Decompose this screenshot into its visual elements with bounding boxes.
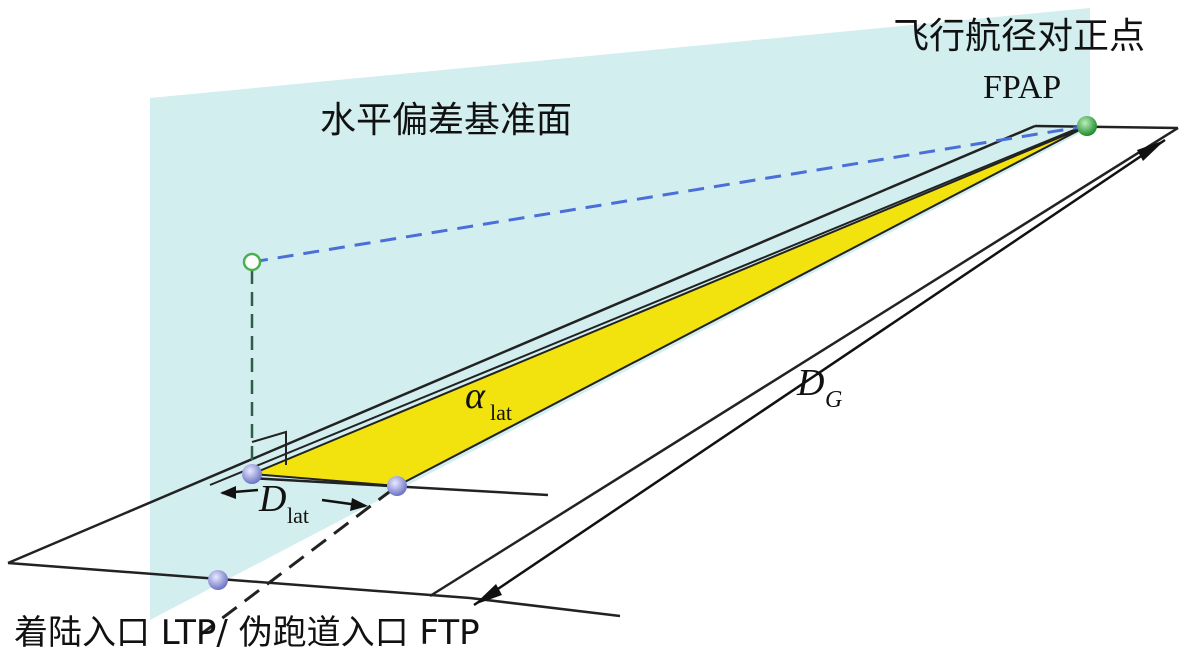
bottom-caption: 着陆入口 LTP/ 伪跑道入口 FTP	[14, 613, 480, 653]
dg-symbol: D	[796, 362, 824, 404]
dg-subscript: G	[825, 387, 842, 413]
alpha-symbol: α	[465, 375, 486, 417]
dlat-symbol: D	[258, 478, 286, 520]
fpap-en-label: FPAP	[983, 69, 1061, 106]
aircraft-position-point	[242, 464, 262, 484]
hollow-projection-point	[242, 252, 262, 272]
runway-near-end	[7, 561, 471, 600]
threshold-dashed-line	[199, 484, 398, 637]
fpap-point	[1077, 116, 1097, 136]
reference-plane-base-line	[209, 124, 1087, 486]
runway-near-end-extension	[469, 596, 621, 618]
runway-right-edge	[429, 126, 1179, 598]
dlat-subscript: lat	[287, 503, 309, 528]
ltp-ftp-point	[208, 570, 228, 590]
fpap-cn-label: 飞行航径对正点	[893, 16, 1145, 57]
dg-dimension-arrow	[473, 138, 1166, 607]
runway-far-end	[1034, 124, 1179, 130]
lateral-offset-point	[387, 476, 407, 496]
dashed-projection-line	[251, 124, 1088, 264]
alpha-subscript: lat	[490, 400, 512, 425]
dlat-arrowhead-right	[350, 498, 368, 511]
right-angle-marker	[251, 430, 287, 465]
horizontal-deviation-reference-plane	[150, 8, 1090, 620]
dlat-label: D lat	[258, 478, 309, 528]
alpha-lat-label: α lat	[465, 375, 512, 425]
runway-left-edge	[7, 124, 1036, 565]
plane-name-label: 水平偏差基准面	[320, 100, 572, 141]
dg-label: D G	[796, 362, 842, 413]
alpha-lat-wedge	[251, 125, 1088, 488]
dlat-arrowhead-left	[220, 486, 236, 499]
